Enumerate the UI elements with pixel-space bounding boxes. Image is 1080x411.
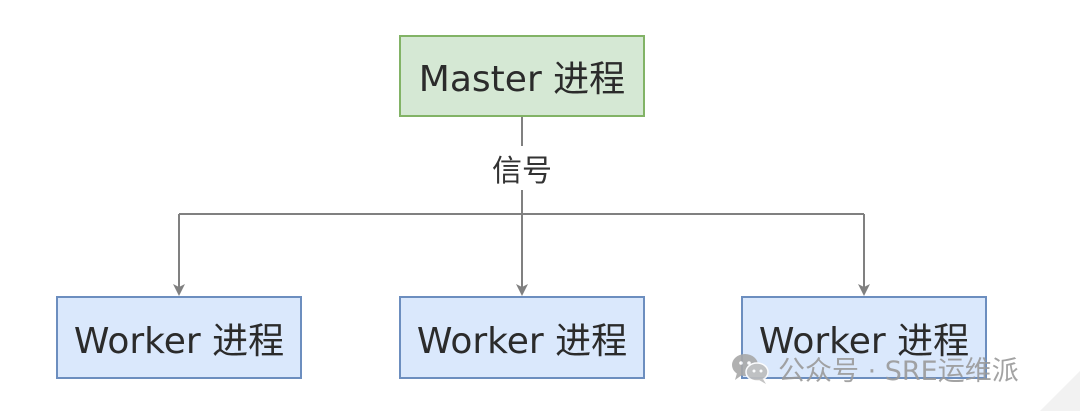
worker-process-label-3: Worker 进程 xyxy=(758,320,970,362)
watermark: 公众号 · SRE运维派 xyxy=(730,350,1019,387)
worker-process-label-1: Worker 进程 xyxy=(73,320,285,362)
worker-process-node-3: Worker 进程 xyxy=(741,296,987,379)
master-process-label: Master 进程 xyxy=(418,59,626,100)
corner-decoration xyxy=(1040,371,1080,411)
wechat-icon xyxy=(732,354,769,384)
signal-label-text: 信号 xyxy=(492,154,552,189)
worker-process-node-2: Worker 进程 xyxy=(399,296,645,379)
watermark-text: 公众号 · SRE运维派 xyxy=(778,355,1019,387)
signal-edge-label: 信号 xyxy=(470,146,574,190)
worker-process-label-2: Worker 进程 xyxy=(416,320,628,362)
master-process-node: Master 进程 xyxy=(399,35,645,117)
worker-process-node-1: Worker 进程 xyxy=(56,296,302,379)
